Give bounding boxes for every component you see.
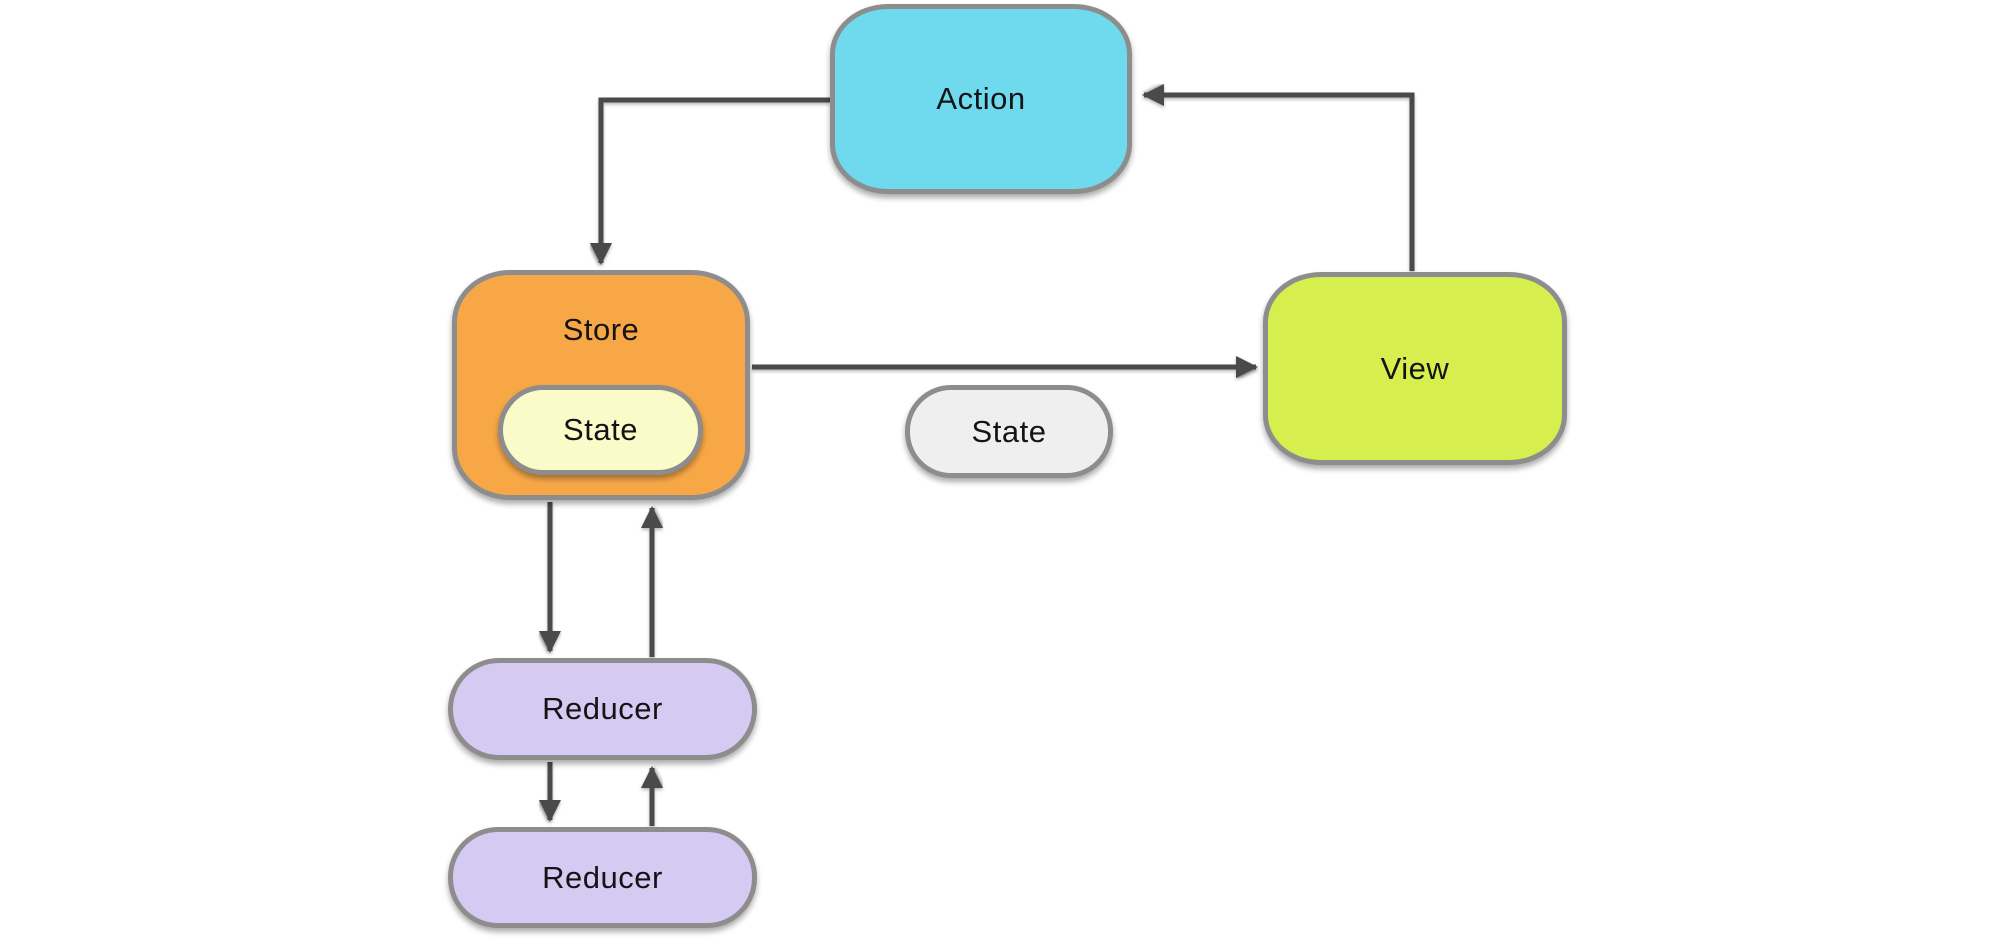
- node-state-label: State: [971, 413, 1047, 449]
- arrow-action-to-store: [590, 97, 830, 265]
- node-reducer-1-label: Reducer: [542, 691, 663, 726]
- node-action: Action: [830, 4, 1132, 194]
- node-reducer-1: Reducer: [448, 658, 757, 760]
- node-store-state-label: State: [563, 412, 638, 447]
- node-store-state: State: [498, 385, 703, 475]
- arrow-view-to-action: [1142, 84, 1415, 271]
- node-reducer-2-label: Reducer: [542, 859, 663, 895]
- node-view-label: View: [1380, 350, 1450, 386]
- node-state: State: [905, 385, 1113, 478]
- node-store-label-wrap: Store: [457, 275, 745, 385]
- node-store-label: Store: [562, 312, 640, 347]
- node-view: View: [1263, 272, 1567, 465]
- node-reducer-2: Reducer: [448, 827, 757, 928]
- node-action-label: Action: [936, 81, 1026, 116]
